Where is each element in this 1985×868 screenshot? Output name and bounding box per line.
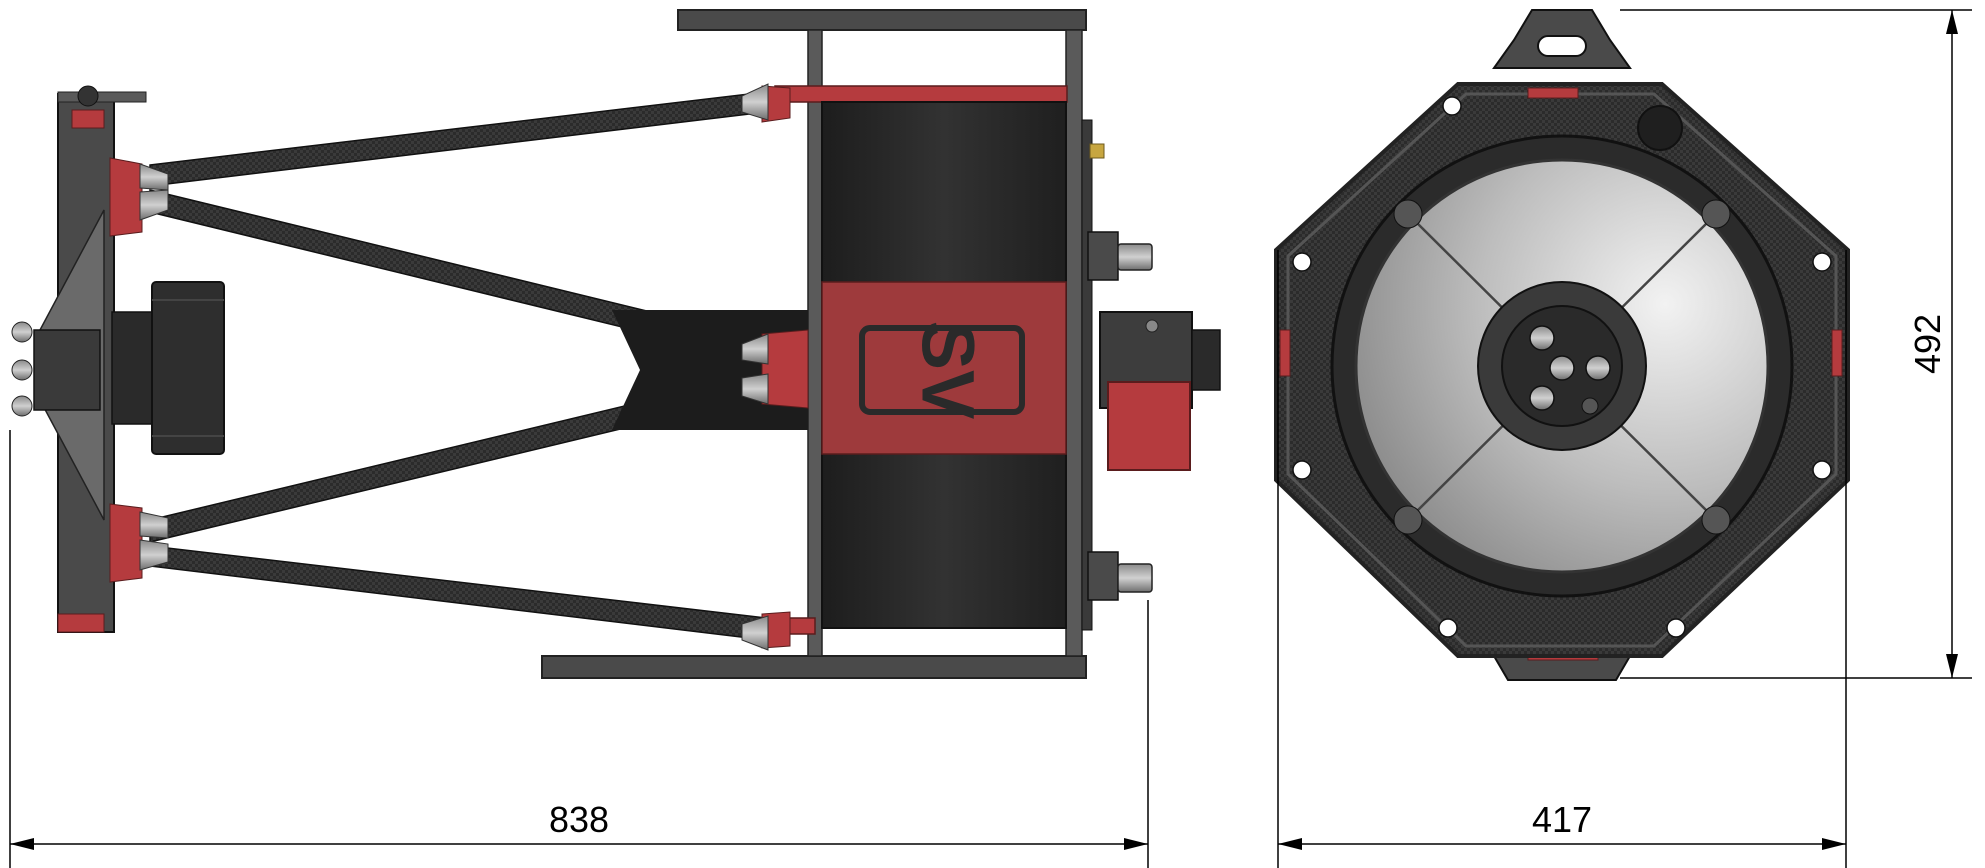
- dimension-arrows: [10, 10, 1958, 850]
- knob-lower-cap: [1117, 563, 1153, 593]
- top-rail: [677, 9, 1087, 31]
- cone-br: [741, 615, 769, 651]
- knob-upper: [1087, 231, 1119, 281]
- knob-lower: [1087, 551, 1119, 601]
- knob-upper-cap: [1117, 243, 1153, 271]
- cage-red-bottom: [57, 613, 105, 633]
- cage-cone-u2: [139, 189, 169, 221]
- dimension-lines: [9, 9, 1972, 868]
- dimension-417: 417: [1532, 799, 1592, 840]
- truss-tube-1: [149, 91, 767, 187]
- octagon-rim: [1286, 92, 1838, 648]
- cone-mr1: [741, 333, 769, 365]
- cone-mr2: [741, 373, 769, 405]
- frame-post-left: [807, 29, 823, 657]
- focuser-screw: [1145, 319, 1159, 333]
- collimation-screws: [1529, 325, 1611, 415]
- cage-red-top: [71, 109, 105, 129]
- vane-clips: [1393, 199, 1731, 535]
- focuser-red-block: [1107, 381, 1191, 471]
- focuser-knob: [1191, 329, 1221, 391]
- cage-bracket-upper: [109, 157, 143, 237]
- frame-cutouts: [1292, 96, 1832, 638]
- cone-tr: [741, 83, 769, 121]
- truss-tube-4: [149, 545, 767, 641]
- camera-adapter: [111, 311, 155, 425]
- front-red-right: [1831, 329, 1843, 377]
- logo-frame: [859, 325, 1025, 415]
- connector-mid-right: [761, 329, 809, 409]
- frame-post-right: [1065, 29, 1083, 657]
- handle-slot: [1537, 35, 1587, 57]
- dimension-492: 492: [1907, 314, 1948, 374]
- front-view: [1274, 9, 1850, 681]
- logo-text: SV: [906, 321, 989, 420]
- cage-top-arm: [57, 91, 147, 103]
- cage-cone-l1: [139, 511, 169, 539]
- front-red-left: [1279, 329, 1291, 377]
- cage-cone-l2: [139, 539, 169, 571]
- side-plate: [1081, 119, 1093, 631]
- bottom-rail: [541, 655, 1087, 679]
- brass-fitting: [1089, 143, 1105, 159]
- cage-top-knob: [77, 85, 99, 107]
- dimension-838: 838: [549, 799, 609, 840]
- front-red-top: [1527, 87, 1579, 99]
- secondary-hub: [33, 329, 101, 411]
- gear-stack: [11, 321, 33, 417]
- cage-bracket-lower: [109, 503, 143, 583]
- camera-body: [151, 281, 225, 455]
- red-bar-top: [774, 85, 1068, 103]
- front-knob: [1637, 105, 1683, 151]
- side-view: SV: [11, 9, 1221, 679]
